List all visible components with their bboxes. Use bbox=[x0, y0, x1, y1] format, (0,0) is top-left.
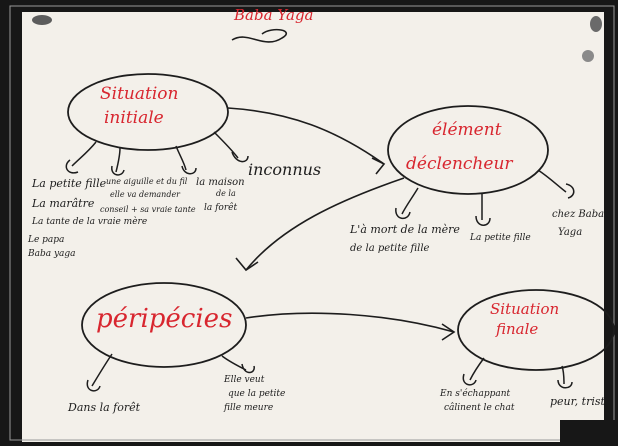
branch-hook bbox=[231, 151, 249, 163]
photo-frame bbox=[9, 5, 615, 441]
element-declencheur-label-line1: élément bbox=[432, 120, 502, 140]
leaf-peur: peur, trist bbox=[550, 395, 605, 408]
arrow-peripecies-to-finale bbox=[245, 312, 455, 333]
leaf-papa: Le papa bbox=[28, 235, 65, 245]
branch-hook bbox=[111, 165, 125, 176]
leaf-maratre: La marâtre bbox=[32, 197, 95, 210]
branch-hook bbox=[557, 379, 573, 389]
leaf-tante: La tante de la vraie mère bbox=[32, 217, 148, 227]
leaf-maison-line3: la forêt bbox=[204, 203, 238, 213]
leaf-veut-line3: fille meure bbox=[224, 403, 274, 413]
leaf-mort-line2: de la petite fille bbox=[350, 243, 430, 254]
leaf-chez-line1: chez Baba bbox=[552, 209, 605, 220]
branch-hook bbox=[241, 363, 255, 374]
element-declencheur-ellipse bbox=[387, 105, 549, 195]
leaf-echappe-line1: En s'échappant bbox=[440, 389, 511, 399]
situation-initiale-ellipse bbox=[67, 73, 229, 151]
branch-hook bbox=[65, 159, 79, 174]
title-swirl bbox=[231, 28, 287, 43]
arrow-initiale-to-declencheur bbox=[227, 107, 385, 165]
branch-line bbox=[469, 357, 485, 381]
arrow-declencheur-to-peripecies bbox=[245, 177, 405, 271]
branch-hook bbox=[475, 215, 491, 226]
leaf-veut-line1: Elle veut bbox=[224, 375, 265, 385]
situation-finale-label-line2: finale bbox=[496, 320, 539, 338]
leaf-mort-line1: L'à mort de la mère bbox=[350, 223, 460, 236]
branch-line bbox=[175, 145, 187, 171]
leaf-aiguille-line2: elle va demander bbox=[110, 190, 181, 199]
situation-initiale-label-line2: initiale bbox=[104, 108, 164, 128]
arrowhead-icon bbox=[235, 257, 259, 272]
branch-line bbox=[91, 353, 113, 387]
pin-hole-icon bbox=[590, 16, 602, 32]
leaf-foret: Dans la forêt bbox=[68, 401, 141, 414]
arrowhead-icon bbox=[441, 323, 456, 341]
branch-hook bbox=[181, 165, 197, 175]
situation-finale-label-line1: Situation bbox=[490, 300, 560, 318]
branch-hook bbox=[462, 373, 477, 386]
leaf-veut-line2: que la petite bbox=[228, 389, 286, 399]
branch-line bbox=[213, 131, 239, 159]
branch-hook bbox=[86, 379, 101, 392]
leaf-chez-line2: Yaga bbox=[558, 227, 583, 238]
situation-initiale-label-line1: Situation bbox=[100, 84, 179, 104]
leaf-maison-line1: la maison bbox=[196, 177, 245, 188]
element-declencheur-label-line2: déclencheur bbox=[406, 154, 513, 174]
dark-corner bbox=[560, 420, 618, 446]
leaf-petite-fille: La petite fille bbox=[32, 177, 107, 190]
leaf-echappe-line2: câlinent le chat bbox=[444, 403, 515, 413]
peripecies-label: péripécies bbox=[96, 304, 233, 334]
branch-line bbox=[71, 141, 97, 167]
leaf-inconnus: inconnus bbox=[248, 160, 322, 179]
branch-line bbox=[537, 169, 567, 193]
pin-hole-icon bbox=[32, 15, 52, 25]
branch-line bbox=[401, 187, 419, 215]
branch-line bbox=[115, 147, 121, 173]
paper-sheet bbox=[22, 12, 604, 442]
situation-finale-ellipse bbox=[457, 289, 615, 371]
arrowhead-icon bbox=[371, 157, 386, 175]
peripecies-ellipse bbox=[81, 282, 247, 368]
branch-line bbox=[561, 365, 565, 385]
leaf-aiguille-line1: une aiguille et du fil bbox=[106, 177, 188, 186]
leaf-aiguille-line3: conseil + sa vraie tante bbox=[100, 205, 196, 214]
branch-hook bbox=[565, 183, 575, 199]
diagram-title: Baba Yaga bbox=[234, 6, 314, 24]
pin-hole-icon bbox=[582, 50, 594, 62]
leaf-petite-fille-2: La petite fille bbox=[470, 233, 531, 243]
branch-hook bbox=[395, 207, 411, 220]
leaf-baba-yaga: Baba yaga bbox=[28, 249, 76, 259]
leaf-maison-line2: de la bbox=[216, 189, 236, 198]
